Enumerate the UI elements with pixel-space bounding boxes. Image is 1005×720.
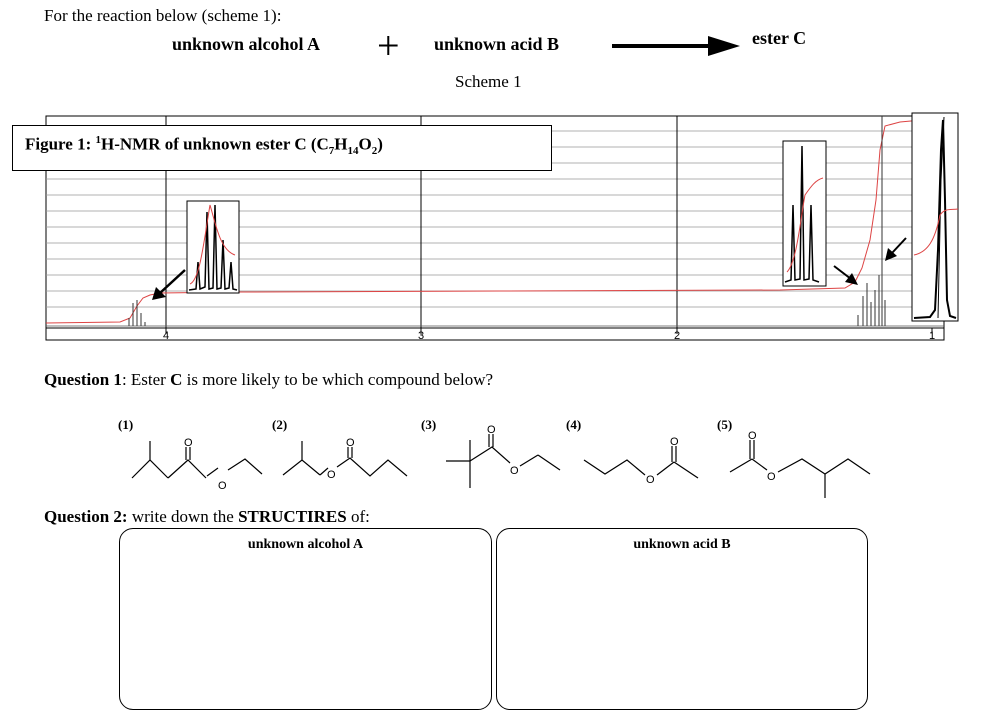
answer-box-alcohol-a[interactable]: unknown alcohol A [119,528,492,710]
multiplet-peak-1-2 [857,116,886,326]
reactant-acid-b: unknown acid B [434,34,560,54]
atom-o: O [767,471,776,483]
atom-o: O [184,437,193,449]
reaction-arrow-icon [612,36,740,56]
atom-o: O [510,465,519,477]
option-1-label: (1) [118,417,134,432]
quartet-peak-4-1 [128,300,146,326]
answer-box-acid-b[interactable]: unknown acid B [496,528,868,710]
atom-o: O [748,430,757,442]
figure-caption: Figure 1: 1H-NMR of unknown ester C (C7H… [12,125,552,171]
atom-o: O [218,480,227,492]
reaction-scheme: unknown alcohol A + unknown acid B ester… [0,23,1005,68]
axis-tick-3: 3 [418,330,424,342]
option-4-label: (4) [566,417,582,432]
scheme-caption: Scheme 1 [455,72,522,91]
axis-tick-2: 2 [674,330,680,342]
nmr-spectrum: 4 3 2 1 [45,112,959,342]
axis-tick-4: 4 [163,330,169,342]
doublet-inset [911,112,959,322]
reactant-alcohol-a: unknown alcohol A [172,34,321,54]
product-ester-c: ester C [752,28,807,48]
axis-tick-1: 1 [929,330,935,342]
atom-o: O [327,469,336,481]
atom-o: O [487,424,496,436]
option-5-label: (5) [717,417,733,432]
option-2-label: (2) [272,417,288,432]
atom-o: O [646,474,655,486]
question-2: Question 2: write down the STRUCTIRES of… [44,507,370,526]
answer-box-acid-b-title: unknown acid B [633,537,731,552]
ppm-axis [45,327,945,341]
intro-text: For the reaction below (scheme 1): [44,6,282,25]
atom-o: O [670,436,679,448]
answer-box-alcohol-a-title: unknown alcohol A [247,537,364,552]
option-3-label: (3) [421,417,437,432]
atom-o: O [346,437,355,449]
question-1: Question 1: Ester C is more likely to be… [44,370,494,389]
triplet-inset [782,140,827,287]
plus-sign: + [377,23,400,68]
